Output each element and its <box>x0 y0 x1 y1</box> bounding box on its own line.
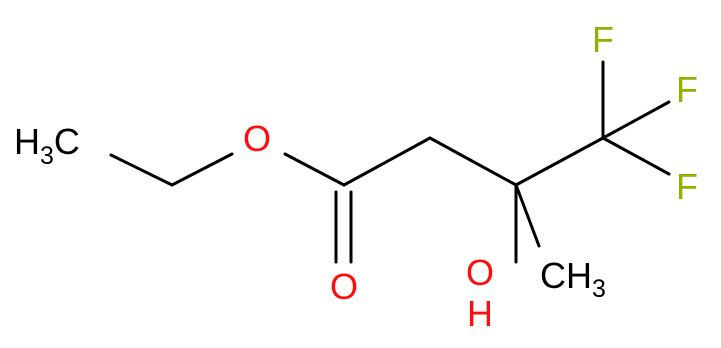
bond-cf3-f-mid <box>601 100 671 140</box>
atom-f-bottom: F <box>676 166 698 207</box>
atom-ch3-left-h: H <box>14 121 40 162</box>
atom-ch3-left: H3C <box>14 121 80 170</box>
bond-ch3-ch2 <box>109 153 174 187</box>
atom-oh-h: H <box>467 293 493 334</box>
bond-ch2-o <box>170 152 234 187</box>
bond-o-carbonyl-c <box>283 152 346 187</box>
atom-o-ester: O <box>243 118 271 159</box>
atom-f-top: F <box>592 19 614 60</box>
atom-o-carbonyl: O <box>330 266 358 307</box>
bond-cf3-f-bottom <box>601 136 671 176</box>
atom-label-layer: H3C O O O H CH3 F F F <box>14 19 698 334</box>
bond-ch2-quaternary-c <box>428 136 518 187</box>
atom-ch3-right-subscript: 3 <box>592 275 606 303</box>
bond-c-cf3 <box>514 136 605 187</box>
atom-f-mid: F <box>676 69 698 110</box>
bond-c-ch3 <box>514 183 541 248</box>
atom-ch3-left-c: C <box>54 121 80 162</box>
atom-ch3-right-ch: CH <box>540 255 592 296</box>
bond-layer <box>109 60 671 264</box>
atom-oh-o: O <box>466 252 494 293</box>
atom-ch3-left-subscript: 3 <box>40 142 54 170</box>
atom-ch3-right: CH3 <box>540 255 606 303</box>
bond-carbonyl-c-ch2 <box>342 136 432 187</box>
